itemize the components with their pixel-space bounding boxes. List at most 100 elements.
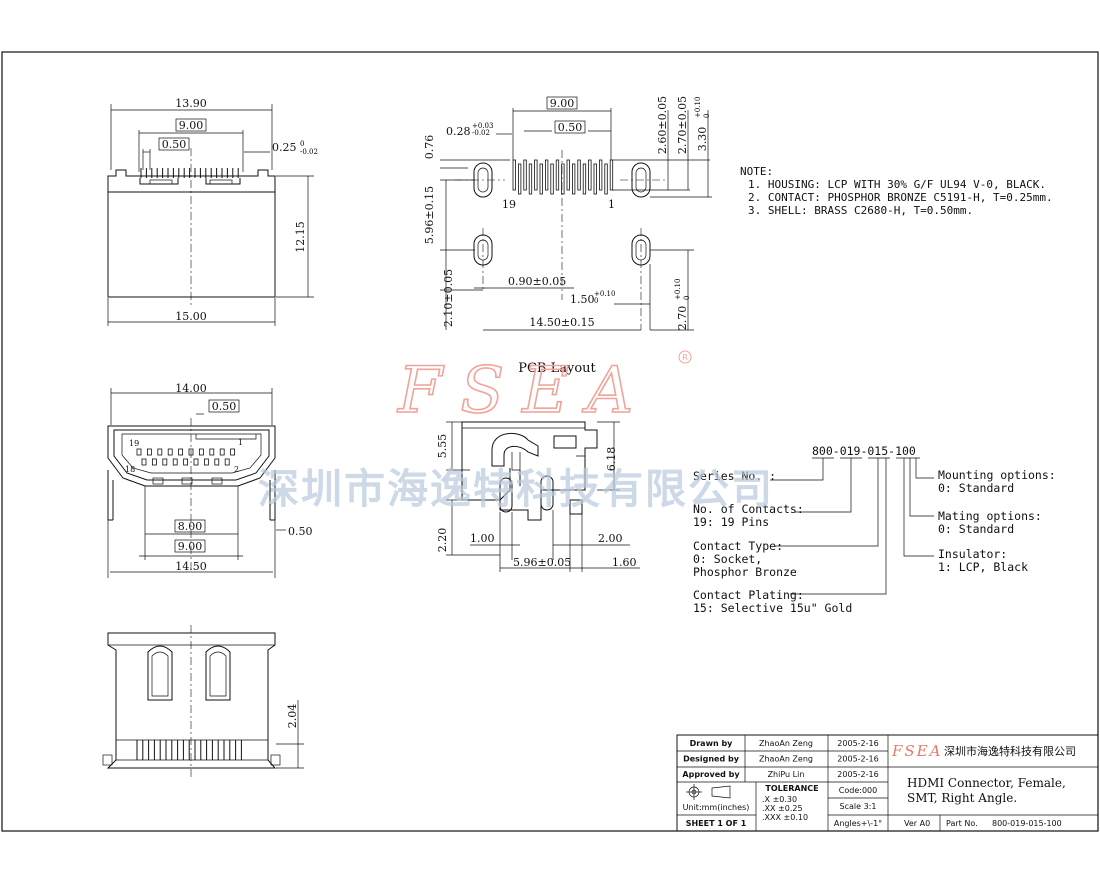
front-contact-bottom	[141, 458, 147, 466]
pcb-dim-150: 1.50	[570, 293, 595, 306]
bottom-dim-204: 2.04	[286, 704, 299, 729]
pcb-dim-210: 2.10±0.05	[442, 269, 455, 327]
tb-part-value: 800-019-015-100	[992, 819, 1062, 828]
side-dim-596: 5.96±0.05	[513, 556, 571, 569]
pcb-pad	[572, 163, 576, 195]
pcb-pad	[523, 159, 527, 191]
side-dim-100: 1.00	[470, 532, 495, 545]
svg-text:0: 0	[594, 297, 598, 305]
dim-base-width: 15.00	[175, 310, 207, 323]
pcb-pad	[566, 159, 570, 191]
pcb-pad	[555, 159, 560, 191]
note-3: 3. SHELL: BRASS C2680-H, T=0.50mm.	[748, 204, 973, 217]
front-dim-800: 8.00	[178, 520, 203, 533]
tb-units: Unit:mm(inches)	[683, 803, 750, 812]
front-contact-bottom	[172, 458, 178, 466]
pcb-pad	[599, 159, 603, 191]
pcb-pad	[528, 163, 533, 195]
front-pin-18: 18	[125, 465, 135, 474]
side-dim-200: 2.00	[598, 532, 623, 545]
tb-row-date: 2005-2-16	[837, 739, 878, 748]
side-dim-160: 1.60	[612, 556, 637, 569]
front-dim-900: 9.00	[178, 540, 203, 553]
dim-height: 12.15	[294, 221, 307, 253]
pcb-pin-19: 19	[502, 198, 516, 211]
svg-text:0: 0	[703, 114, 711, 118]
pcb-pad	[512, 159, 516, 191]
tb-sheet: SHEET 1 OF 1	[686, 819, 747, 828]
tb-tol-1: .X ±0.30	[762, 795, 797, 804]
top-view: 13.90 9.00 0.50 0.25 0 -0.02	[107, 97, 318, 326]
pn-mounting-value: 0: Standard	[938, 481, 1014, 495]
front-contact-bottom	[151, 458, 157, 466]
svg-text:-0.02: -0.02	[300, 148, 318, 156]
svg-text:0: 0	[683, 296, 691, 300]
dim-pitch: 0.50	[162, 138, 187, 151]
front-contact-bottom	[183, 458, 189, 466]
front-pin-19: 19	[129, 439, 139, 448]
pcb-pad	[518, 163, 522, 195]
notes: NOTE: 1. HOUSING: LCP WITH 30% G/F UL94 …	[740, 165, 1053, 217]
pcb-pad	[534, 159, 538, 191]
pcb-pad	[588, 159, 592, 191]
dim-pin-thickness: 0.25	[272, 141, 297, 154]
tb-row-label: Drawn by	[690, 739, 734, 748]
tb-angles: Angles+\-1°	[834, 819, 882, 828]
pn-type-value2: Phosphor Bronze	[693, 565, 797, 579]
pcb-pad	[604, 163, 608, 195]
front-contact-bottom	[224, 458, 230, 466]
part-number-decoder: 800-019-015-100 Series No. : No. of Cont…	[693, 444, 1056, 615]
pcb-dim-260: 2.60±0.05	[656, 96, 669, 154]
tb-row-date: 2005-2-16	[837, 770, 878, 779]
pcb-dim-596: 5.96±0.15	[423, 186, 436, 244]
pcb-dim-330: 3.30	[696, 127, 709, 152]
pcb-pitch: 0.50	[558, 121, 583, 134]
note-1: 1. HOUSING: LCP WITH 30% G/F UL94 V-0, B…	[748, 178, 1046, 191]
pcb-pad	[539, 163, 543, 195]
tb-ver: Ver A0	[904, 819, 930, 828]
pn-plating-label: Contact Plating:	[693, 588, 804, 602]
pcb-dim-270b: 2.70	[676, 306, 689, 331]
tb-row-label: Designed by	[683, 755, 740, 764]
front-dim-pitch: 0.50	[212, 400, 237, 413]
front-view: 14.00 0.50 19 18 1 2 8.00 9.00	[107, 382, 313, 578]
svg-text:R: R	[682, 353, 688, 362]
dim-pin-span: 9.00	[179, 119, 204, 132]
tb-title-1: HDMI Connector, Female,	[907, 776, 1066, 790]
pn-insulator-label: Insulator:	[938, 547, 1007, 561]
svg-text:+0.10: +0.10	[674, 279, 682, 300]
pn-contacts-label: No. of Contacts:	[693, 502, 804, 516]
tb-tolerance: TOLERANCE	[765, 784, 818, 793]
side-dim-555: 5.55	[436, 434, 449, 459]
front-contact-top	[167, 448, 173, 456]
pcb-pad	[593, 163, 597, 195]
svg-text:0: 0	[300, 140, 304, 148]
side-dim-618: 6.18	[605, 447, 618, 472]
tb-row-name: ZhiPu Lin	[768, 770, 805, 779]
pn-code: 800-019-015-100	[812, 444, 916, 458]
pcb-dim-090: 0.90±0.05	[508, 275, 566, 288]
side-dim-220: 2.20	[436, 528, 449, 553]
dim-overall-width: 13.90	[175, 97, 207, 110]
front-contact-top	[136, 448, 142, 456]
pcb-pad	[577, 159, 581, 191]
pcb-pad-span: 9.00	[550, 97, 575, 110]
front-dim-width: 14.00	[175, 382, 207, 395]
front-contact-top	[157, 448, 163, 456]
projection-symbol-icon	[686, 784, 731, 800]
front-dim-1450: 14.50	[175, 560, 207, 573]
pcb-pad	[550, 163, 554, 195]
pcb-dim-076: 0.76	[423, 135, 436, 160]
front-dim-050: 0.50	[288, 525, 313, 538]
tb-row-name: ZhaoAn Zeng	[759, 755, 813, 764]
side-view: 5.55 6.18 2.20 1.00 2.00 5.96±0.05 1.60	[436, 421, 640, 572]
tb-company: 深圳市海逸特科技有限公司	[944, 744, 1076, 758]
pn-mounting-label: Mounting options:	[938, 468, 1056, 482]
pcb-dim-1450: 14.50±0.15	[529, 316, 594, 329]
tb-scale: Scale 3:1	[840, 802, 877, 811]
pcb-layout: 9.00 0.50 0.28 +0.03 -0.02 0.76 19 1	[423, 96, 712, 376]
tb-row-date: 2005-2-16	[837, 755, 878, 764]
tb-brand-logo: FSEA	[891, 742, 942, 760]
